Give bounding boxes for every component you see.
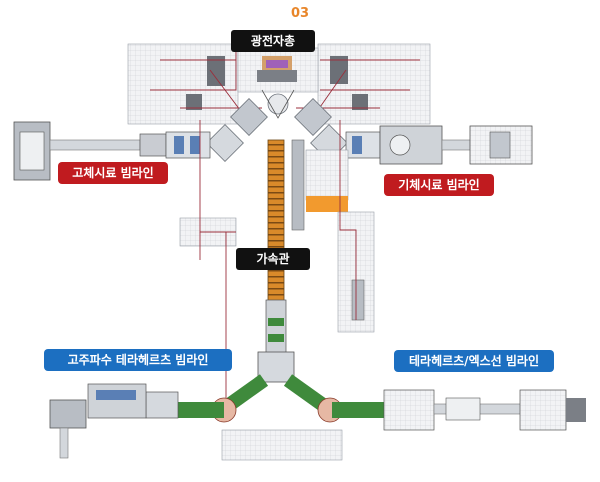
gas-sample-beamline xyxy=(345,125,533,165)
linac-waveguide xyxy=(291,139,305,231)
photo-gun-core xyxy=(266,60,288,68)
photo-gun-base xyxy=(257,70,297,82)
injector-section xyxy=(206,89,348,162)
optic-block xyxy=(330,56,348,84)
lower-beam-transport xyxy=(211,299,343,423)
hf-thz-beamline-label: 고주파수 테라헤르츠 빔라인 xyxy=(44,349,232,371)
modulator-rack xyxy=(351,279,365,321)
highlight-block xyxy=(306,196,348,212)
thz-xray-beamline-line xyxy=(332,389,586,431)
linac-structure xyxy=(267,139,285,311)
bottom-table xyxy=(221,429,343,461)
optic-block xyxy=(186,94,202,110)
photo-gun-label: 광전자총 xyxy=(231,30,315,52)
gas-sample-beamline-label: 기체시료 빔라인 xyxy=(384,174,494,196)
optic-block xyxy=(207,56,225,86)
optic-block xyxy=(352,94,368,110)
linac-label: 가속관 xyxy=(236,248,310,270)
solid-sample-beamline-label: 고체시료 빔라인 xyxy=(58,162,168,184)
rf-area xyxy=(305,149,349,201)
figure-number: 03 xyxy=(290,6,310,21)
solid-sample-beamline xyxy=(13,121,211,181)
hf-thz-beamline-line xyxy=(49,383,224,459)
laser-transport-lines xyxy=(199,120,357,420)
thz-xray-beamline-label: 테라헤르츠/엑스선 빔라인 xyxy=(394,350,554,372)
